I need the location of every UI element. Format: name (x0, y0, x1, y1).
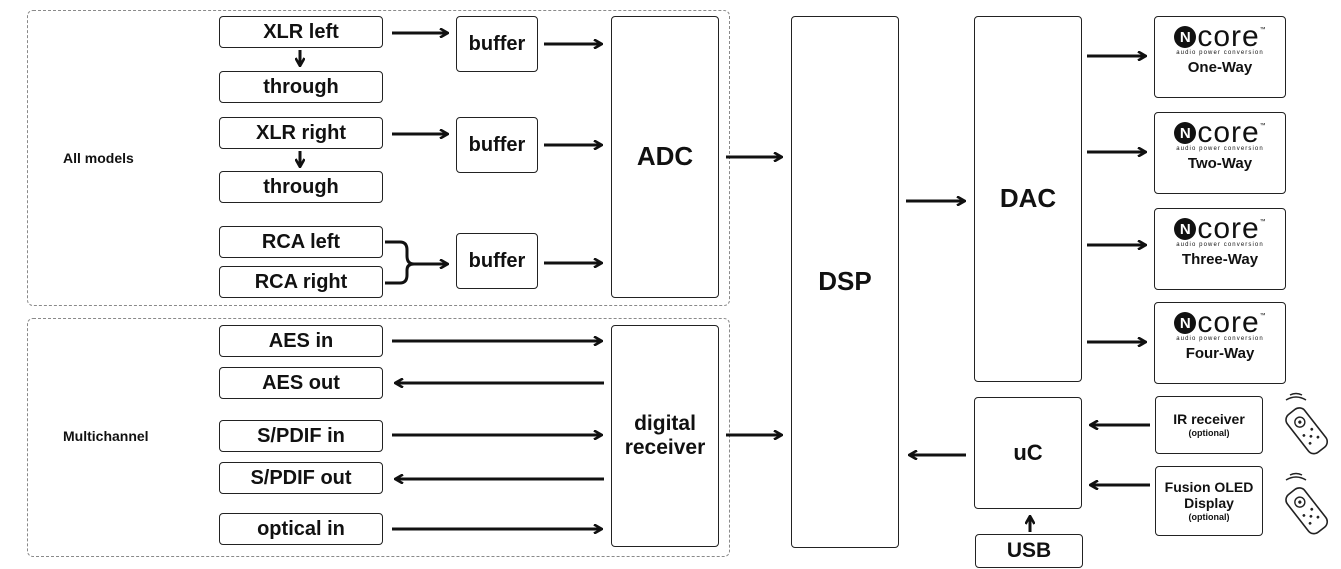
fusion-oled-label-line2: Display (1184, 494, 1234, 511)
dsp-block: DSP (791, 16, 899, 548)
ncore-wordmark: core (1197, 20, 1260, 53)
ncore-badge-icon: N (1174, 122, 1197, 144)
amplifier-three-way: N core ™ audio power conversion Three-Wa… (1154, 208, 1286, 290)
remote-control-icon (1285, 472, 1329, 535)
ncore-wordmark: core (1197, 212, 1260, 245)
buffer-block-3: buffer (456, 233, 538, 289)
amplifier-two-way: N core ™ audio power conversion Two-Way (1154, 112, 1286, 194)
remote-control-icon (1285, 392, 1329, 455)
xlr-left-input: XLR left (219, 16, 383, 48)
ncore-tagline: audio power conversion (1176, 242, 1264, 248)
through-output-1: through (219, 71, 383, 103)
amplifier-variant-label: Three-Way (1181, 251, 1259, 268)
amplifier-variant-label: Two-Way (1187, 155, 1253, 172)
trademark-mark: ™ (1259, 123, 1266, 129)
ncore-badge-icon: N (1174, 218, 1197, 240)
digital-receiver-label: digital receiver (624, 411, 706, 459)
ncore-badge-icon: N (1174, 312, 1197, 334)
amplifier-four-way: N core ™ audio power conversion Four-Way (1154, 302, 1286, 384)
aes-out-output: AES out (219, 367, 383, 399)
fusion-oled-label-line1: Fusion OLED (1164, 479, 1254, 496)
ncore-logo: N core ™ (1174, 20, 1266, 53)
ncore-logo: N core ™ (1174, 116, 1266, 149)
aes-in-input: AES in (219, 325, 383, 357)
trademark-mark: ™ (1259, 313, 1266, 319)
xlr-right-input: XLR right (219, 117, 383, 149)
uc-block: uC (974, 397, 1082, 509)
group-label-multichannel: Multichannel (63, 428, 149, 444)
amplifier-one-way: N core ™ audio power conversion One-Way (1154, 16, 1286, 98)
spdif-in-input: S/PDIF in (219, 420, 383, 452)
through-output-2: through (219, 171, 383, 203)
ncore-wordmark: core (1197, 116, 1260, 149)
digital-receiver-block: digital receiver (611, 325, 719, 547)
rca-right-input: RCA right (219, 266, 383, 298)
group-label-all-models: All models (63, 150, 134, 166)
adc-block: ADC (611, 16, 719, 298)
ir-receiver-label: IR receiver (1173, 410, 1245, 427)
dac-block: DAC (974, 16, 1082, 382)
trademark-mark: ™ (1259, 219, 1266, 225)
spdif-out-output: S/PDIF out (219, 462, 383, 494)
rca-left-input: RCA left (219, 226, 383, 258)
optical-in-input: optical in (219, 513, 383, 545)
ncore-wordmark: core (1197, 306, 1260, 339)
amplifier-variant-label: Four-Way (1185, 345, 1255, 362)
ncore-tagline: audio power conversion (1176, 336, 1264, 342)
fusion-oled-display-block: Fusion OLED Display (optional) (1155, 466, 1263, 536)
amplifier-variant-label: One-Way (1187, 59, 1253, 76)
ir-receiver-optional-note: (optional) (1188, 428, 1230, 439)
group-multichannel (27, 318, 730, 557)
ncore-tagline: audio power conversion (1176, 50, 1264, 56)
ncore-badge-icon: N (1174, 26, 1197, 48)
usb-block: USB (975, 534, 1083, 568)
ir-receiver-block: IR receiver (optional) (1155, 396, 1263, 454)
ncore-tagline: audio power conversion (1176, 146, 1264, 152)
buffer-block-2: buffer (456, 117, 538, 173)
buffer-block-1: buffer (456, 16, 538, 72)
fusion-oled-optional-note: (optional) (1188, 511, 1230, 522)
trademark-mark: ™ (1259, 27, 1266, 33)
ncore-logo: N core ™ (1174, 212, 1266, 245)
ncore-logo: N core ™ (1174, 306, 1266, 339)
